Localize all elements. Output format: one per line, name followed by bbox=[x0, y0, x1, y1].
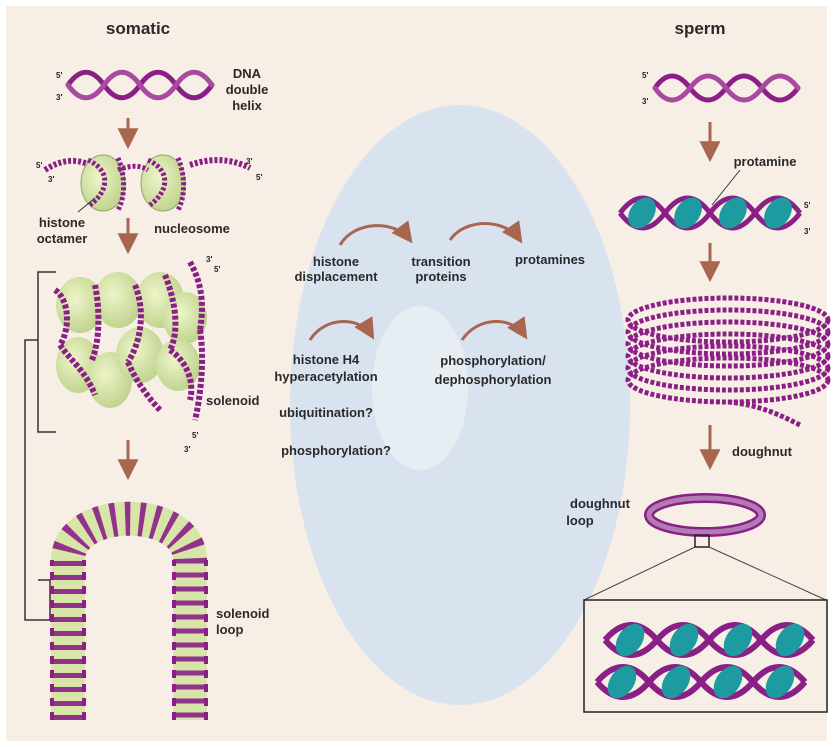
solenoid-5prime-top: 5' bbox=[214, 265, 220, 274]
ubiquitination-label: ubiquitination? bbox=[279, 405, 373, 420]
sperm-dna-5prime: 5' bbox=[642, 71, 648, 80]
sperm-dna-3prime: 3' bbox=[642, 97, 648, 106]
histone-octamer-label-line1: histone bbox=[39, 215, 85, 230]
nucleosome-label: nucleosome bbox=[154, 221, 230, 236]
protamine-3prime: 3' bbox=[804, 227, 810, 236]
doughnut-loop-label-line2: loop bbox=[566, 513, 593, 528]
solenoid-label: solenoid bbox=[206, 393, 260, 408]
transition-proteins-line2: proteins bbox=[415, 269, 466, 284]
transition-proteins-line1: transition bbox=[411, 254, 470, 269]
histone-octamer-label-line2: octamer bbox=[37, 231, 88, 246]
histone-displacement-line1: histone bbox=[313, 254, 359, 269]
phospho-label-line1: phosphorylation/ bbox=[440, 353, 546, 368]
h4-label-line1: histone H4 bbox=[293, 352, 360, 367]
somatic-dna-3prime: 3' bbox=[56, 93, 62, 102]
fiber-3prime-right: 3' bbox=[246, 157, 252, 166]
fiber-5prime-left: 5' bbox=[36, 161, 42, 170]
solenoid-loop-label-line2: loop bbox=[216, 622, 243, 637]
protamines-label: protamines bbox=[515, 252, 585, 267]
protamine-label: protamine bbox=[734, 154, 797, 169]
somatic-heading: somatic bbox=[106, 19, 170, 38]
doughnut-label: doughnut bbox=[732, 444, 793, 459]
dna-label-line1: DNA bbox=[233, 66, 262, 81]
sperm-heading: sperm bbox=[674, 19, 725, 38]
phospho-label-line2: dephosphorylation bbox=[435, 372, 552, 387]
dna-label-line2: double bbox=[226, 82, 269, 97]
solenoid-5prime-bottom: 5' bbox=[192, 431, 198, 440]
somatic-dna-5prime: 5' bbox=[56, 71, 62, 80]
doughnut-loop-label-line1: doughnut bbox=[570, 496, 631, 511]
solenoid-loop-label-line1: solenoid bbox=[216, 606, 270, 621]
protamine-5prime: 5' bbox=[804, 201, 810, 210]
solenoid-3prime-top: 3' bbox=[206, 255, 212, 264]
h4-label-line2: hyperacetylation bbox=[274, 369, 377, 384]
histone-displacement-line2: displacement bbox=[294, 269, 378, 284]
fiber-3prime-left: 3' bbox=[48, 175, 54, 184]
dna-label-line3: helix bbox=[232, 98, 262, 113]
phosphorylation-q-label: phosphorylation? bbox=[281, 443, 391, 458]
fiber-5prime-right: 5' bbox=[256, 173, 262, 182]
solenoid-3prime-bottom: 3' bbox=[184, 445, 190, 454]
